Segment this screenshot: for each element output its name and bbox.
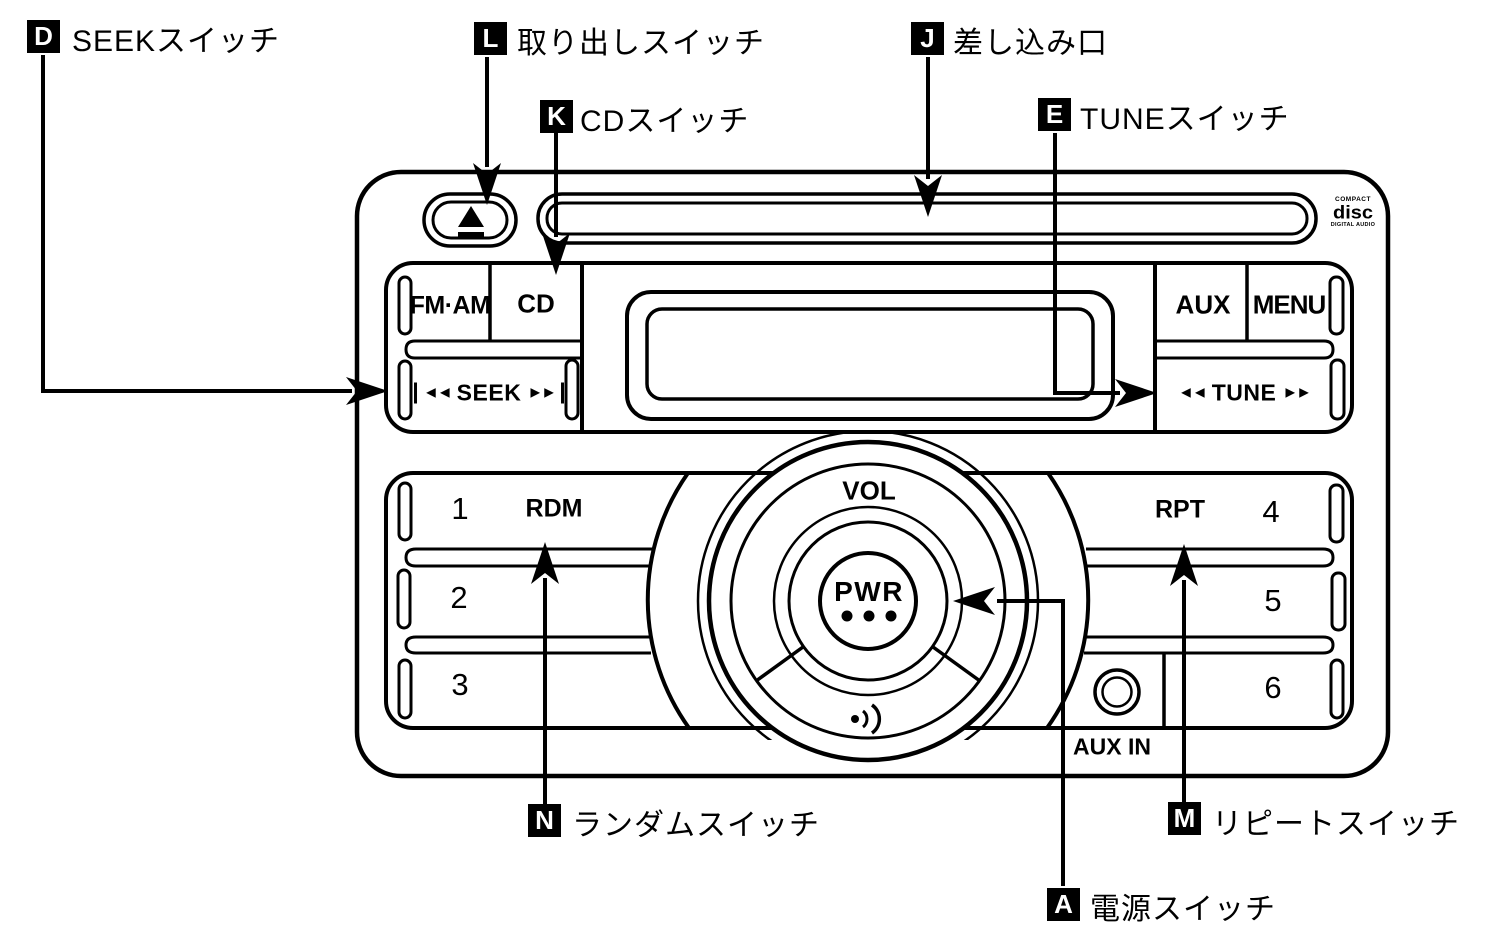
- sound-waves-icon: [851, 703, 882, 735]
- seek-button-label: ◄◄SEEK ►►: [414, 380, 564, 407]
- arrowhead-e: [1115, 379, 1157, 407]
- tune-word: TUNE: [1211, 379, 1277, 406]
- power-button: [818, 551, 918, 651]
- fm-am-button-label: FM·AM: [409, 291, 491, 320]
- eject-button: [422, 192, 518, 248]
- cd-button-label: CD: [517, 288, 555, 319]
- callout-badge-a: A: [1047, 888, 1080, 921]
- volume-dial: [706, 439, 1030, 763]
- preset-4-label: 4: [1262, 494, 1280, 529]
- left-block-arc-edge: [645, 471, 691, 730]
- seek-left-end-bar: [414, 382, 418, 404]
- aux-in-label: AUX IN: [1073, 733, 1151, 760]
- callout-line-d: [41, 55, 352, 393]
- aux-in-jack: [1093, 668, 1141, 716]
- callout-arrowheads: [346, 163, 1198, 615]
- right-block-arc-edge: [1045, 471, 1091, 730]
- callout-badge-k: K: [540, 100, 573, 133]
- vol-label: VOL: [842, 475, 896, 506]
- callout-label-tune-switch: TUNEスイッチ: [1080, 103, 1290, 136]
- rdm-button-label: RDM: [525, 494, 583, 523]
- callout-label-power-switch: 電源スイッチ: [1090, 893, 1276, 926]
- aux-button-label: AUX: [1175, 289, 1231, 320]
- callout-label-cd-switch: CDスイッチ: [580, 105, 750, 138]
- seek-word: SEEK: [456, 379, 522, 406]
- arrowhead-m: [1170, 544, 1198, 586]
- arrowhead-n: [531, 542, 559, 584]
- arrowhead-l: [473, 163, 501, 205]
- compact-disc-logo: COMPACT disc DIGITAL AUDIO: [1324, 196, 1382, 228]
- callout-label-random-switch: ランダムスイッチ: [572, 809, 820, 842]
- callout-label-repeat-switch: リピートスイッチ: [1212, 808, 1460, 841]
- preset-2-label: 2: [450, 580, 468, 615]
- seek-right-arrows-icon: ►►: [527, 384, 557, 401]
- tune-button-label: ◄◄TUNE ►►: [1178, 379, 1312, 407]
- callout-badge-n: N: [528, 804, 561, 837]
- callout-line-a: [997, 599, 1065, 886]
- disc-logo-main: disc: [1332, 202, 1374, 223]
- callout-label-eject-switch: 取り出しスイッチ: [517, 27, 765, 60]
- callout-label-seek-switch: SEEKスイッチ: [72, 25, 281, 58]
- arrowhead-a: [953, 587, 995, 615]
- display-window: [625, 290, 1115, 421]
- disc-logo-top: COMPACT: [1335, 196, 1371, 203]
- seek-left-arrows-icon: ◄◄: [423, 384, 453, 401]
- upper-button-band: [384, 261, 1354, 434]
- callout-badge-l: L: [474, 22, 507, 55]
- disc-logo-bottom: DIGITAL AUDIO: [1330, 221, 1376, 228]
- tune-right-arrows-icon: ►►: [1282, 384, 1312, 401]
- power-button-dots: [841, 610, 897, 622]
- arrowhead-d: [346, 377, 388, 405]
- rpt-button-label: RPT: [1155, 495, 1205, 524]
- callout-badge-d: D: [27, 20, 60, 53]
- arrowhead-k: [542, 233, 570, 275]
- callout-badge-e: E: [1038, 98, 1071, 131]
- callout-badge-m: M: [1168, 802, 1201, 835]
- preset-5-label: 5: [1264, 583, 1282, 618]
- callout-lines: [41, 55, 1186, 886]
- callout-badge-j: J: [911, 22, 944, 55]
- arrowhead-j: [914, 175, 942, 217]
- tune-left-arrows-icon: ◄◄: [1178, 384, 1208, 401]
- seek-right-end-bar: [560, 382, 564, 404]
- callout-line-e: [1053, 133, 1120, 395]
- preset-3-label: 3: [451, 667, 469, 702]
- callout-label-insertion-slot: 差し込み口: [953, 27, 1108, 60]
- preset-1-label: 1: [451, 491, 469, 526]
- pwr-label: PWR: [834, 576, 904, 607]
- eject-icon: [458, 206, 484, 239]
- preset-6-label: 6: [1264, 670, 1282, 705]
- menu-button-label: MENU: [1252, 289, 1327, 320]
